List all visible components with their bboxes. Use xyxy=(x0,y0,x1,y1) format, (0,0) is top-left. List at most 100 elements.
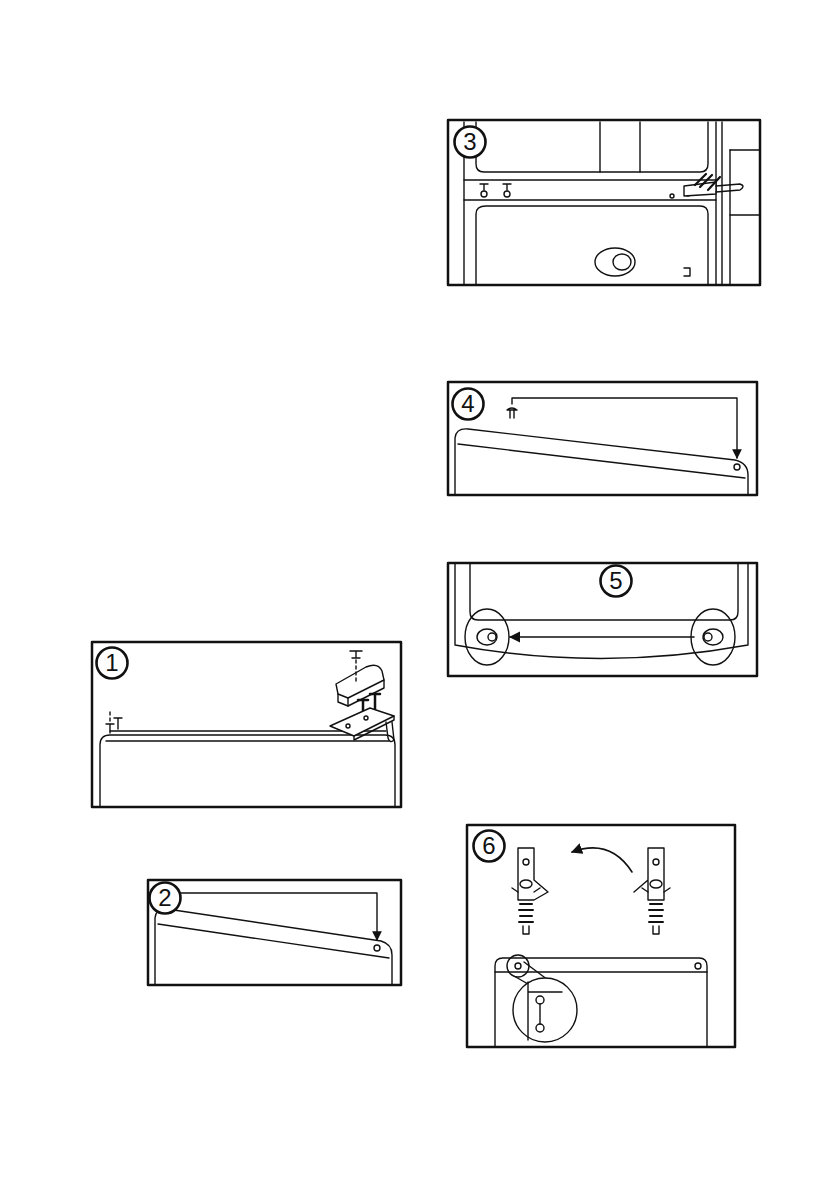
door-top xyxy=(155,909,392,985)
hinge-bracket xyxy=(634,848,670,934)
hinge-hole xyxy=(465,609,735,665)
callout-ring xyxy=(97,648,128,679)
hole xyxy=(734,464,740,470)
callout-circle: 4 xyxy=(451,387,485,421)
fridge-front xyxy=(595,248,635,276)
move-arrow xyxy=(163,893,377,940)
detail-view xyxy=(507,955,529,977)
callout-number: 5 xyxy=(609,569,622,593)
move-arrow xyxy=(163,893,377,940)
hinge-bracket xyxy=(642,888,670,892)
fridge-front xyxy=(464,122,760,285)
panel-frame xyxy=(148,880,401,985)
hinge-bracket xyxy=(653,859,659,865)
fridge-top xyxy=(106,740,389,741)
hinge xyxy=(716,184,743,192)
callout-circle: 2 xyxy=(148,881,182,915)
fridge-front xyxy=(464,180,716,200)
detail-view xyxy=(536,1024,544,1032)
hinge-bracket xyxy=(649,904,663,922)
swap-arrow xyxy=(572,848,632,872)
hinge-bracket xyxy=(512,888,540,892)
panel-frame xyxy=(448,120,760,285)
screw xyxy=(670,194,674,198)
callout-circle: 1 xyxy=(95,646,129,680)
hole xyxy=(374,945,380,951)
hinge-hole xyxy=(704,633,712,641)
screw xyxy=(503,184,511,190)
dashed-guide xyxy=(355,660,356,684)
screw xyxy=(350,651,362,658)
hinge-bracket xyxy=(653,926,659,934)
hinge-hole xyxy=(465,609,509,665)
screw xyxy=(481,191,487,197)
hinge-bracket xyxy=(519,904,533,922)
hinge-hole xyxy=(488,633,496,641)
hinge-bracket xyxy=(634,848,664,900)
door-bottom xyxy=(470,563,738,620)
door-top xyxy=(455,429,748,495)
hole xyxy=(374,945,380,951)
fridge-front xyxy=(722,122,760,285)
panel-frame xyxy=(448,563,757,676)
move-arrow xyxy=(510,636,694,638)
fridge-top xyxy=(100,735,395,807)
callout-ring xyxy=(453,389,484,420)
hinge-bracket xyxy=(650,880,662,888)
panel-frame xyxy=(448,382,757,495)
move-arrow xyxy=(512,398,737,458)
hinge-bracket xyxy=(518,848,548,900)
hinge-plate xyxy=(386,722,394,742)
fridge-top xyxy=(515,963,521,969)
callout-number: 2 xyxy=(158,886,171,910)
dashed-guide xyxy=(109,712,110,722)
hinge-hole xyxy=(691,609,735,665)
fridge-front xyxy=(729,150,730,285)
fridge-top xyxy=(495,958,707,1047)
callout-ring xyxy=(150,883,181,914)
screw xyxy=(106,724,114,733)
callout-number: 3 xyxy=(463,130,476,154)
door-plug xyxy=(507,408,517,410)
screw xyxy=(106,718,122,733)
fridge-top xyxy=(695,963,701,969)
screw xyxy=(480,184,690,198)
hinge-hole xyxy=(477,629,497,645)
screw xyxy=(350,651,362,658)
fridge-front xyxy=(600,122,640,172)
callout-ring xyxy=(455,127,486,158)
door-top xyxy=(158,924,389,958)
callout-circle: 5 xyxy=(599,564,633,598)
fridge-front xyxy=(476,122,708,172)
screw xyxy=(504,191,510,197)
move-arrow xyxy=(510,636,694,637)
hinge xyxy=(684,174,743,196)
hinge xyxy=(695,174,720,190)
fridge-front xyxy=(613,254,631,270)
panel-frame xyxy=(467,825,735,1047)
panel-frame xyxy=(92,642,401,807)
fridge-front xyxy=(684,268,690,276)
callout-number: 4 xyxy=(461,392,474,416)
panel-frame xyxy=(448,563,757,676)
detail-view xyxy=(539,1004,540,1024)
detail-view xyxy=(528,982,562,1040)
callout-ring xyxy=(601,566,632,597)
door-top xyxy=(455,429,748,495)
callout-circle: 6 xyxy=(472,829,506,863)
callout-circle: 3 xyxy=(453,125,487,159)
callout-number: 1 xyxy=(105,651,118,675)
fridge-front xyxy=(715,122,716,285)
screw xyxy=(480,184,488,190)
swap-arrow xyxy=(572,848,632,872)
callout-ring xyxy=(474,831,505,862)
fridge-top xyxy=(100,731,395,807)
panel-frame xyxy=(467,825,735,1047)
door-plug xyxy=(507,408,517,418)
detail-view xyxy=(507,955,577,1042)
hinge-bracket xyxy=(512,848,548,934)
hinge-bracket xyxy=(523,859,529,865)
hinge-plate xyxy=(346,724,350,728)
